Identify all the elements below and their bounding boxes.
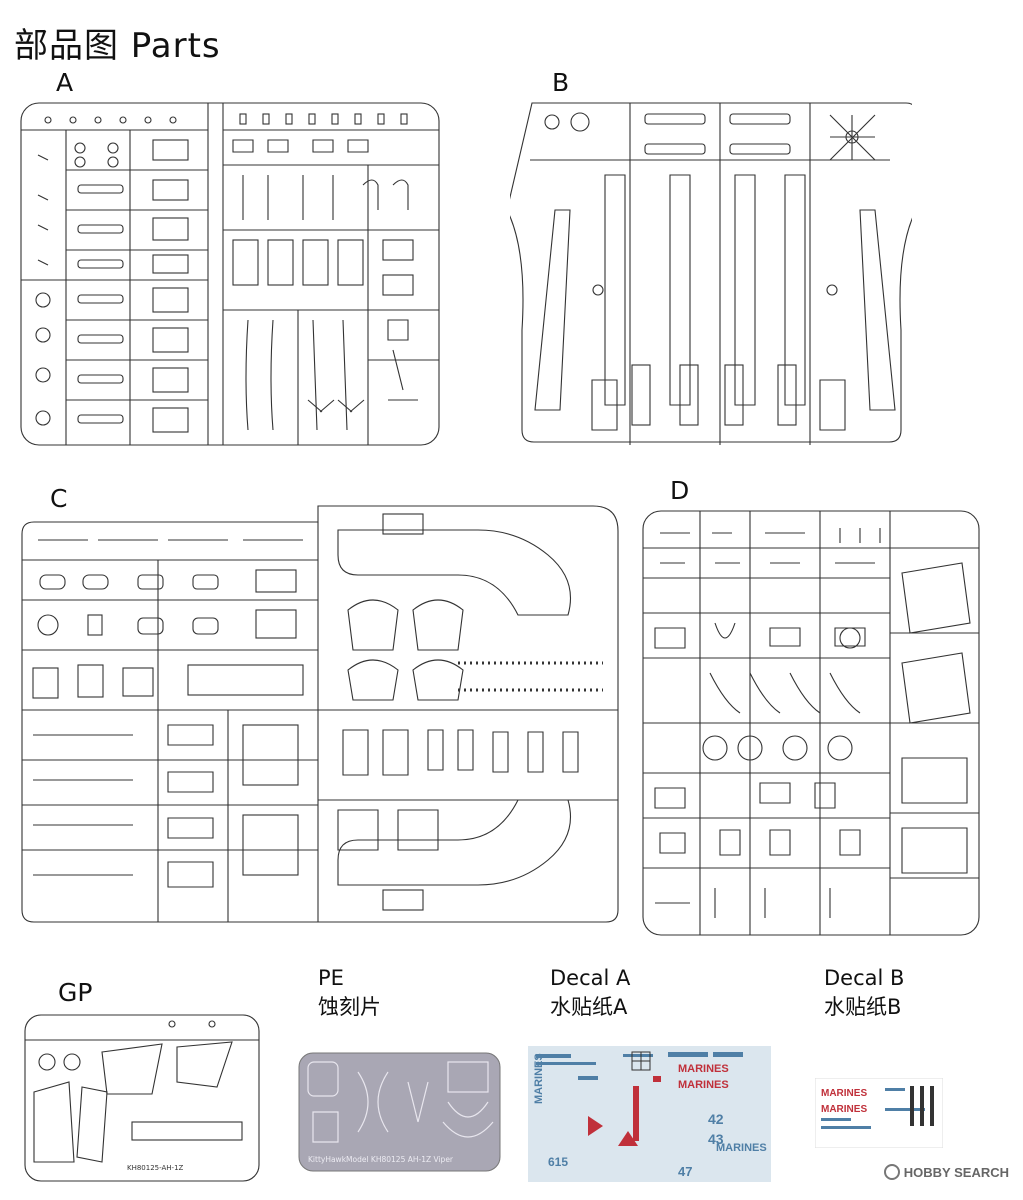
sprue-d-label: D bbox=[670, 476, 690, 505]
sprue-a-label: A bbox=[56, 68, 74, 97]
pe-fret-text: KittyHawkModel KH80125 AH-1Z Viper bbox=[308, 1155, 454, 1164]
watermark: HOBBY SEARCH bbox=[883, 1164, 1009, 1180]
decal-a-num-43: 43 bbox=[708, 1131, 724, 1147]
sprue-a-drawing bbox=[20, 102, 440, 446]
sprue-b-drawing bbox=[510, 102, 912, 445]
gp-code: KH80125-AH-1Z bbox=[127, 1164, 184, 1172]
decal-b-marines-2: MARINES bbox=[821, 1104, 867, 1115]
decal-b-marines-1: MARINES bbox=[821, 1088, 867, 1099]
decal-b-sheet: MARINES MARINES bbox=[815, 1078, 943, 1148]
sprue-gp-label: GP bbox=[58, 978, 93, 1007]
sprue-b-label: B bbox=[552, 68, 570, 97]
sprue-d-drawing bbox=[642, 510, 980, 936]
decal-a-marines-3: MARINES bbox=[678, 1079, 729, 1091]
decal-a-marines-2: MARINES bbox=[678, 1063, 729, 1075]
decal-a-marines-1: MARINES bbox=[533, 1053, 545, 1104]
sprue-gp-drawing: KH80125-AH-1Z bbox=[24, 1014, 260, 1182]
decal-a-num-42: 42 bbox=[708, 1111, 724, 1127]
hobby-search-logo-icon bbox=[883, 1164, 900, 1180]
sprue-c-drawing bbox=[21, 505, 619, 923]
pe-fret: KittyHawkModel KH80125 AH-1Z Viper bbox=[298, 1052, 501, 1172]
decal-a-num-615: 615 bbox=[548, 1155, 568, 1169]
page-title: 部品图 Parts bbox=[14, 26, 221, 66]
decal-a-sheet: MARINES MARINES MARINES MARINES 615 42 4… bbox=[528, 1046, 771, 1182]
decal-a-num-47: 47 bbox=[678, 1164, 692, 1179]
sprue-c-label: C bbox=[50, 484, 68, 513]
decal-a-marines-4: MARINES bbox=[716, 1142, 767, 1154]
